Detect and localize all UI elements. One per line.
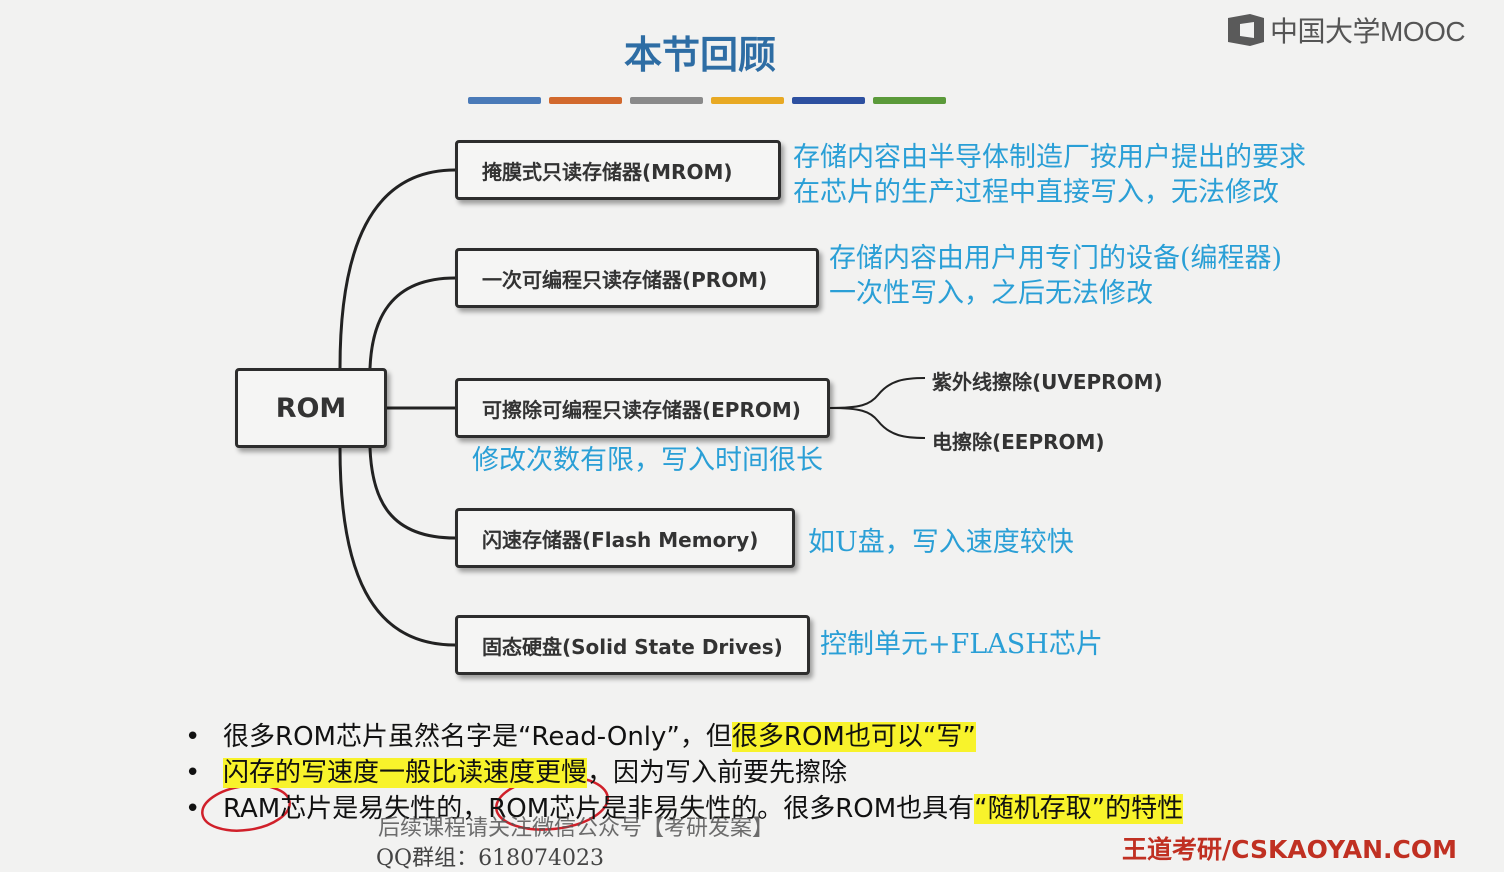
connector-ssd (338, 447, 456, 647)
connector-mrom (338, 168, 456, 369)
accent-bar (711, 97, 784, 104)
desc-mrom: 存储内容由半导体制造厂按用户提出的要求 在芯片的生产过程中直接写入，无法修改 (793, 140, 1306, 210)
desc-line: 存储内容由半导体制造厂按用户提出的要求 (793, 142, 1306, 173)
bullet-1: •很多ROM芯片虽然名字是“Read-Only”，但很多ROM也可以“写” (185, 722, 976, 752)
bullet-text: ，因为写入前要先擦除 (587, 758, 848, 788)
node-flash: 闪速存储器(Flash Memory) (455, 508, 795, 568)
watermark-line-2: QQ群组：618074023 (376, 846, 605, 871)
node-ssd: 固态硬盘(Solid State Drives) (455, 615, 810, 675)
watermark-line-1: 后续课程请关注微信公众号【考研发案】 (378, 816, 775, 841)
mooc-logo: 中国大学MOOC (1226, 12, 1466, 48)
bullet-highlight: 闪存的写速度一般比读速度更慢 (223, 758, 588, 788)
connector-prom (368, 276, 456, 369)
sub-eeprom: 电擦除(EEPROM) (932, 430, 1105, 454)
desc-line: 在芯片的生产过程中直接写入，无法修改 (793, 177, 1279, 208)
desc-flash: 如U盘，写入速度较快 (808, 527, 1074, 558)
rom-root-node: ROM (235, 368, 387, 448)
node-prom: 一次可编程只读存储器(PROM) (455, 248, 819, 308)
connector-flash (368, 447, 456, 540)
node-mrom: 掩膜式只读存储器(MROM) (455, 140, 781, 200)
bullet-text: RAM芯片是易失性的，ROM芯片是非易失性的。很多ROM也具有 (223, 794, 975, 824)
bullet-highlight: “随机存取”的特性 (974, 794, 1184, 824)
bullet-highlight: 很多ROM也可以“写” (731, 722, 976, 752)
node-eprom: 可擦除可编程只读存储器(EPROM) (455, 378, 830, 438)
bullet-2: •闪存的写速度一般比读速度更慢，因为写入前要先擦除 (185, 758, 848, 788)
accent-bar (873, 97, 946, 104)
desc-line: 一次性写入，之后无法修改 (829, 278, 1153, 309)
connector-eeprom (829, 407, 926, 439)
bullet-3: •RAM芯片是易失性的，ROM芯片是非易失性的。很多ROM也具有“随机存取”的特… (185, 794, 1184, 824)
accent-bar (468, 97, 541, 104)
accent-bar (630, 97, 703, 104)
desc-prom: 存储内容由用户用专门的设备(编程器) 一次性写入，之后无法修改 (829, 241, 1282, 311)
sub-uveprom: 紫外线擦除(UVEPROM) (932, 370, 1163, 394)
desc-line: 存储内容由用户用专门的设备(编程器) (829, 243, 1283, 274)
accent-bar (792, 97, 865, 104)
page-title: 本节回顾 (623, 33, 776, 77)
desc-eprom: 修改次数有限，写入时间很长 (472, 445, 823, 476)
accent-bars (468, 97, 946, 104)
mooc-logo-icon (1228, 14, 1264, 46)
brand-footer: 王道考研/CSKAOYAN.COM (1122, 835, 1457, 864)
logo-text: 中国大学MOOC (1270, 16, 1466, 47)
bullet-text: 很多ROM芯片虽然名字是“Read-Only”，但 (223, 722, 732, 752)
accent-bar (549, 97, 622, 104)
desc-ssd: 控制单元+FLASH芯片 (820, 629, 1103, 660)
connector-uveprom (829, 377, 926, 409)
